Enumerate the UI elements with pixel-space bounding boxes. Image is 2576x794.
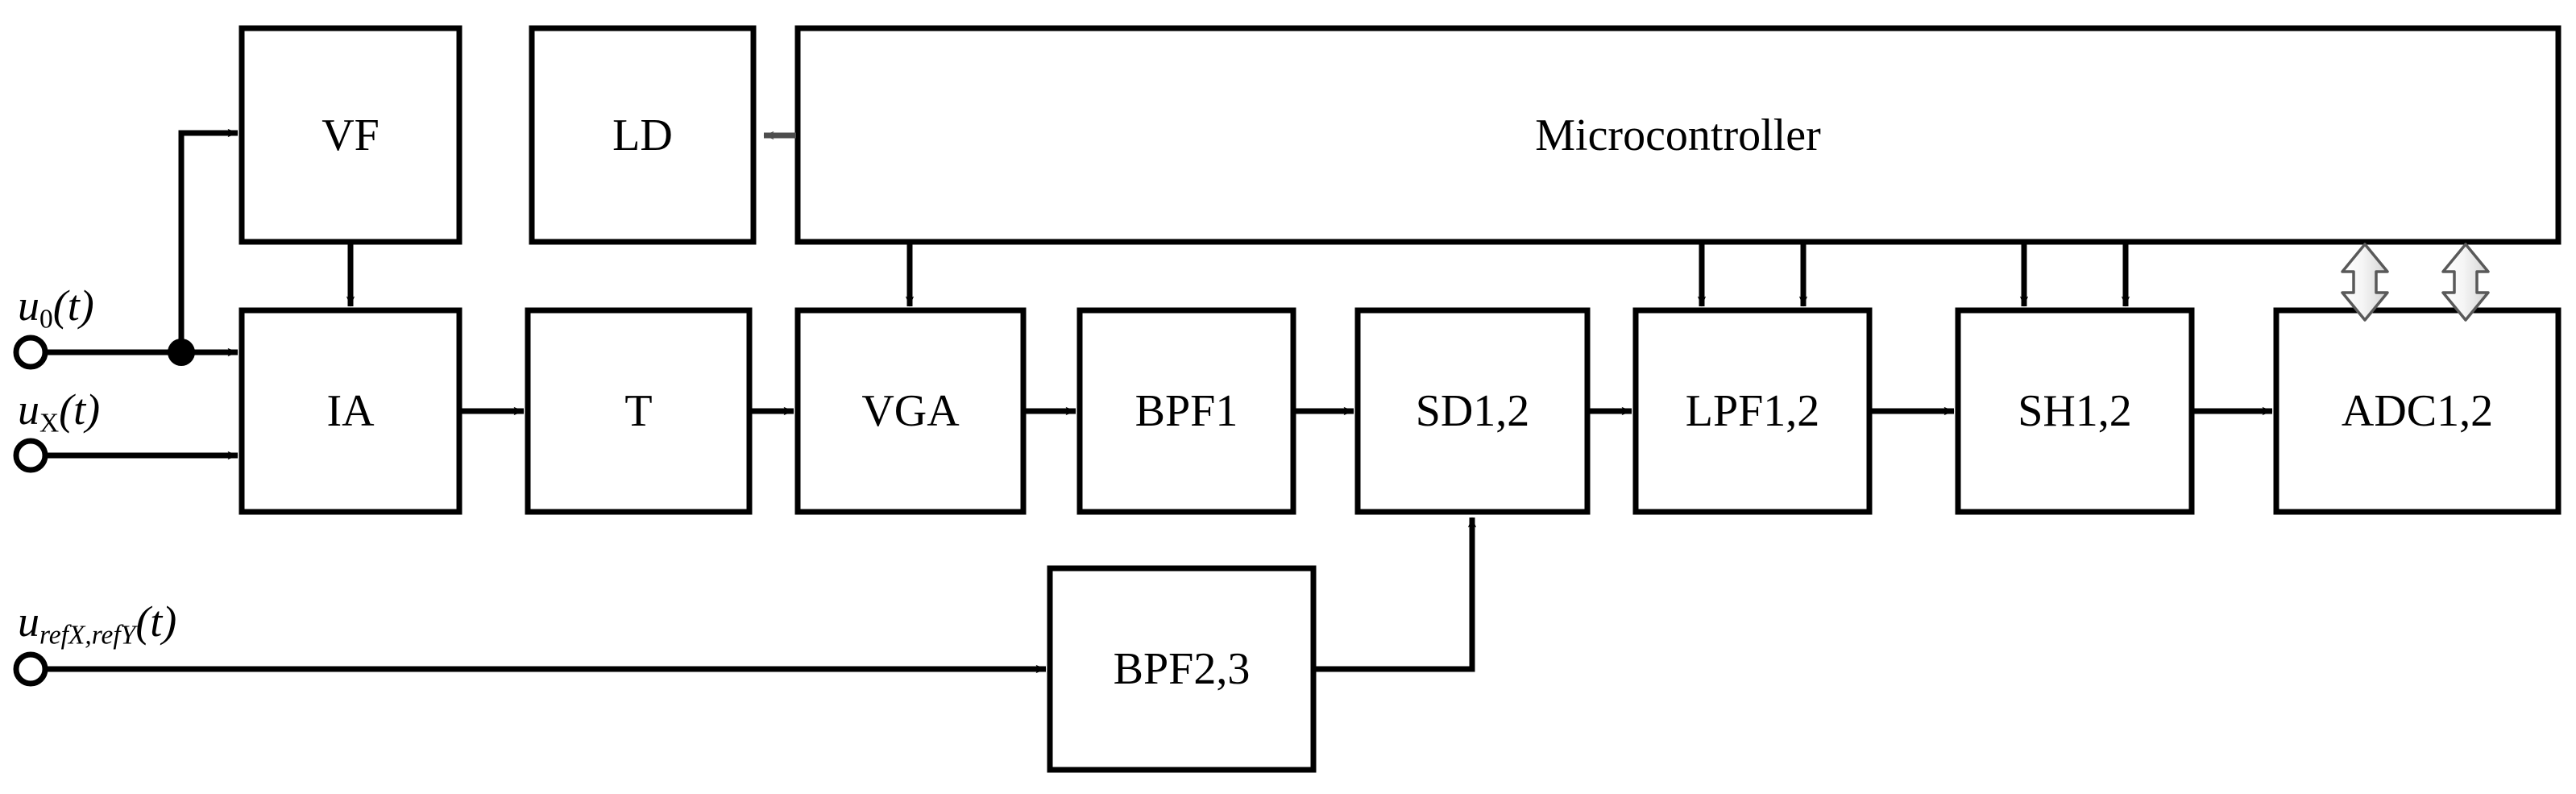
signal-ux-subscript: X [39,408,60,439]
terminal-uref [13,651,48,687]
block-rect-t [525,307,753,515]
block-rect-bpf23 [1047,565,1317,773]
junction-dot-u0 [168,339,195,366]
signal-ux-base: u [18,385,39,434]
terminal-ux [13,438,48,473]
signal-u0-base: u [18,281,39,330]
signal-uref-arg: (t) [135,597,177,646]
block-rectangles [239,25,2561,773]
block-rect-mcu [794,25,2561,245]
block-rect-bpf1 [1076,307,1296,515]
block-rect-sd12 [1354,307,1591,515]
signal-ux-arg: (t) [59,385,101,434]
block-rect-adc12 [2273,307,2561,515]
terminal-u0 [13,335,48,370]
signal-label-ux: uX(t) [18,388,100,437]
signal-uref-subscript: refX,refY [39,620,136,651]
block-rect-ia [239,307,463,515]
signal-wires [45,128,2273,674]
block-rect-vga [794,307,1027,515]
block-rect-ld [529,25,757,245]
block-rect-sh12 [1955,307,2195,515]
wire-u0-branch-vf [178,128,239,352]
signal-u0-arg: (t) [52,281,94,330]
signal-u0-subscript: 0 [39,304,53,335]
bus-arrow-adc-a [2341,243,2389,322]
block-rect-lpf12 [1632,307,1873,515]
signal-label-uref: urefX,refY(t) [18,600,176,649]
signal-label-u0: u0(t) [18,284,94,333]
signal-uref-base: u [18,597,39,646]
junction-dots [168,339,195,366]
wire-bpf23-to-sd12 [1313,517,1477,672]
block-rect-vf [239,25,463,245]
bus-arrow-adc-b [2441,243,2490,322]
mcu-adc12-bus-arrows [2341,243,2490,322]
